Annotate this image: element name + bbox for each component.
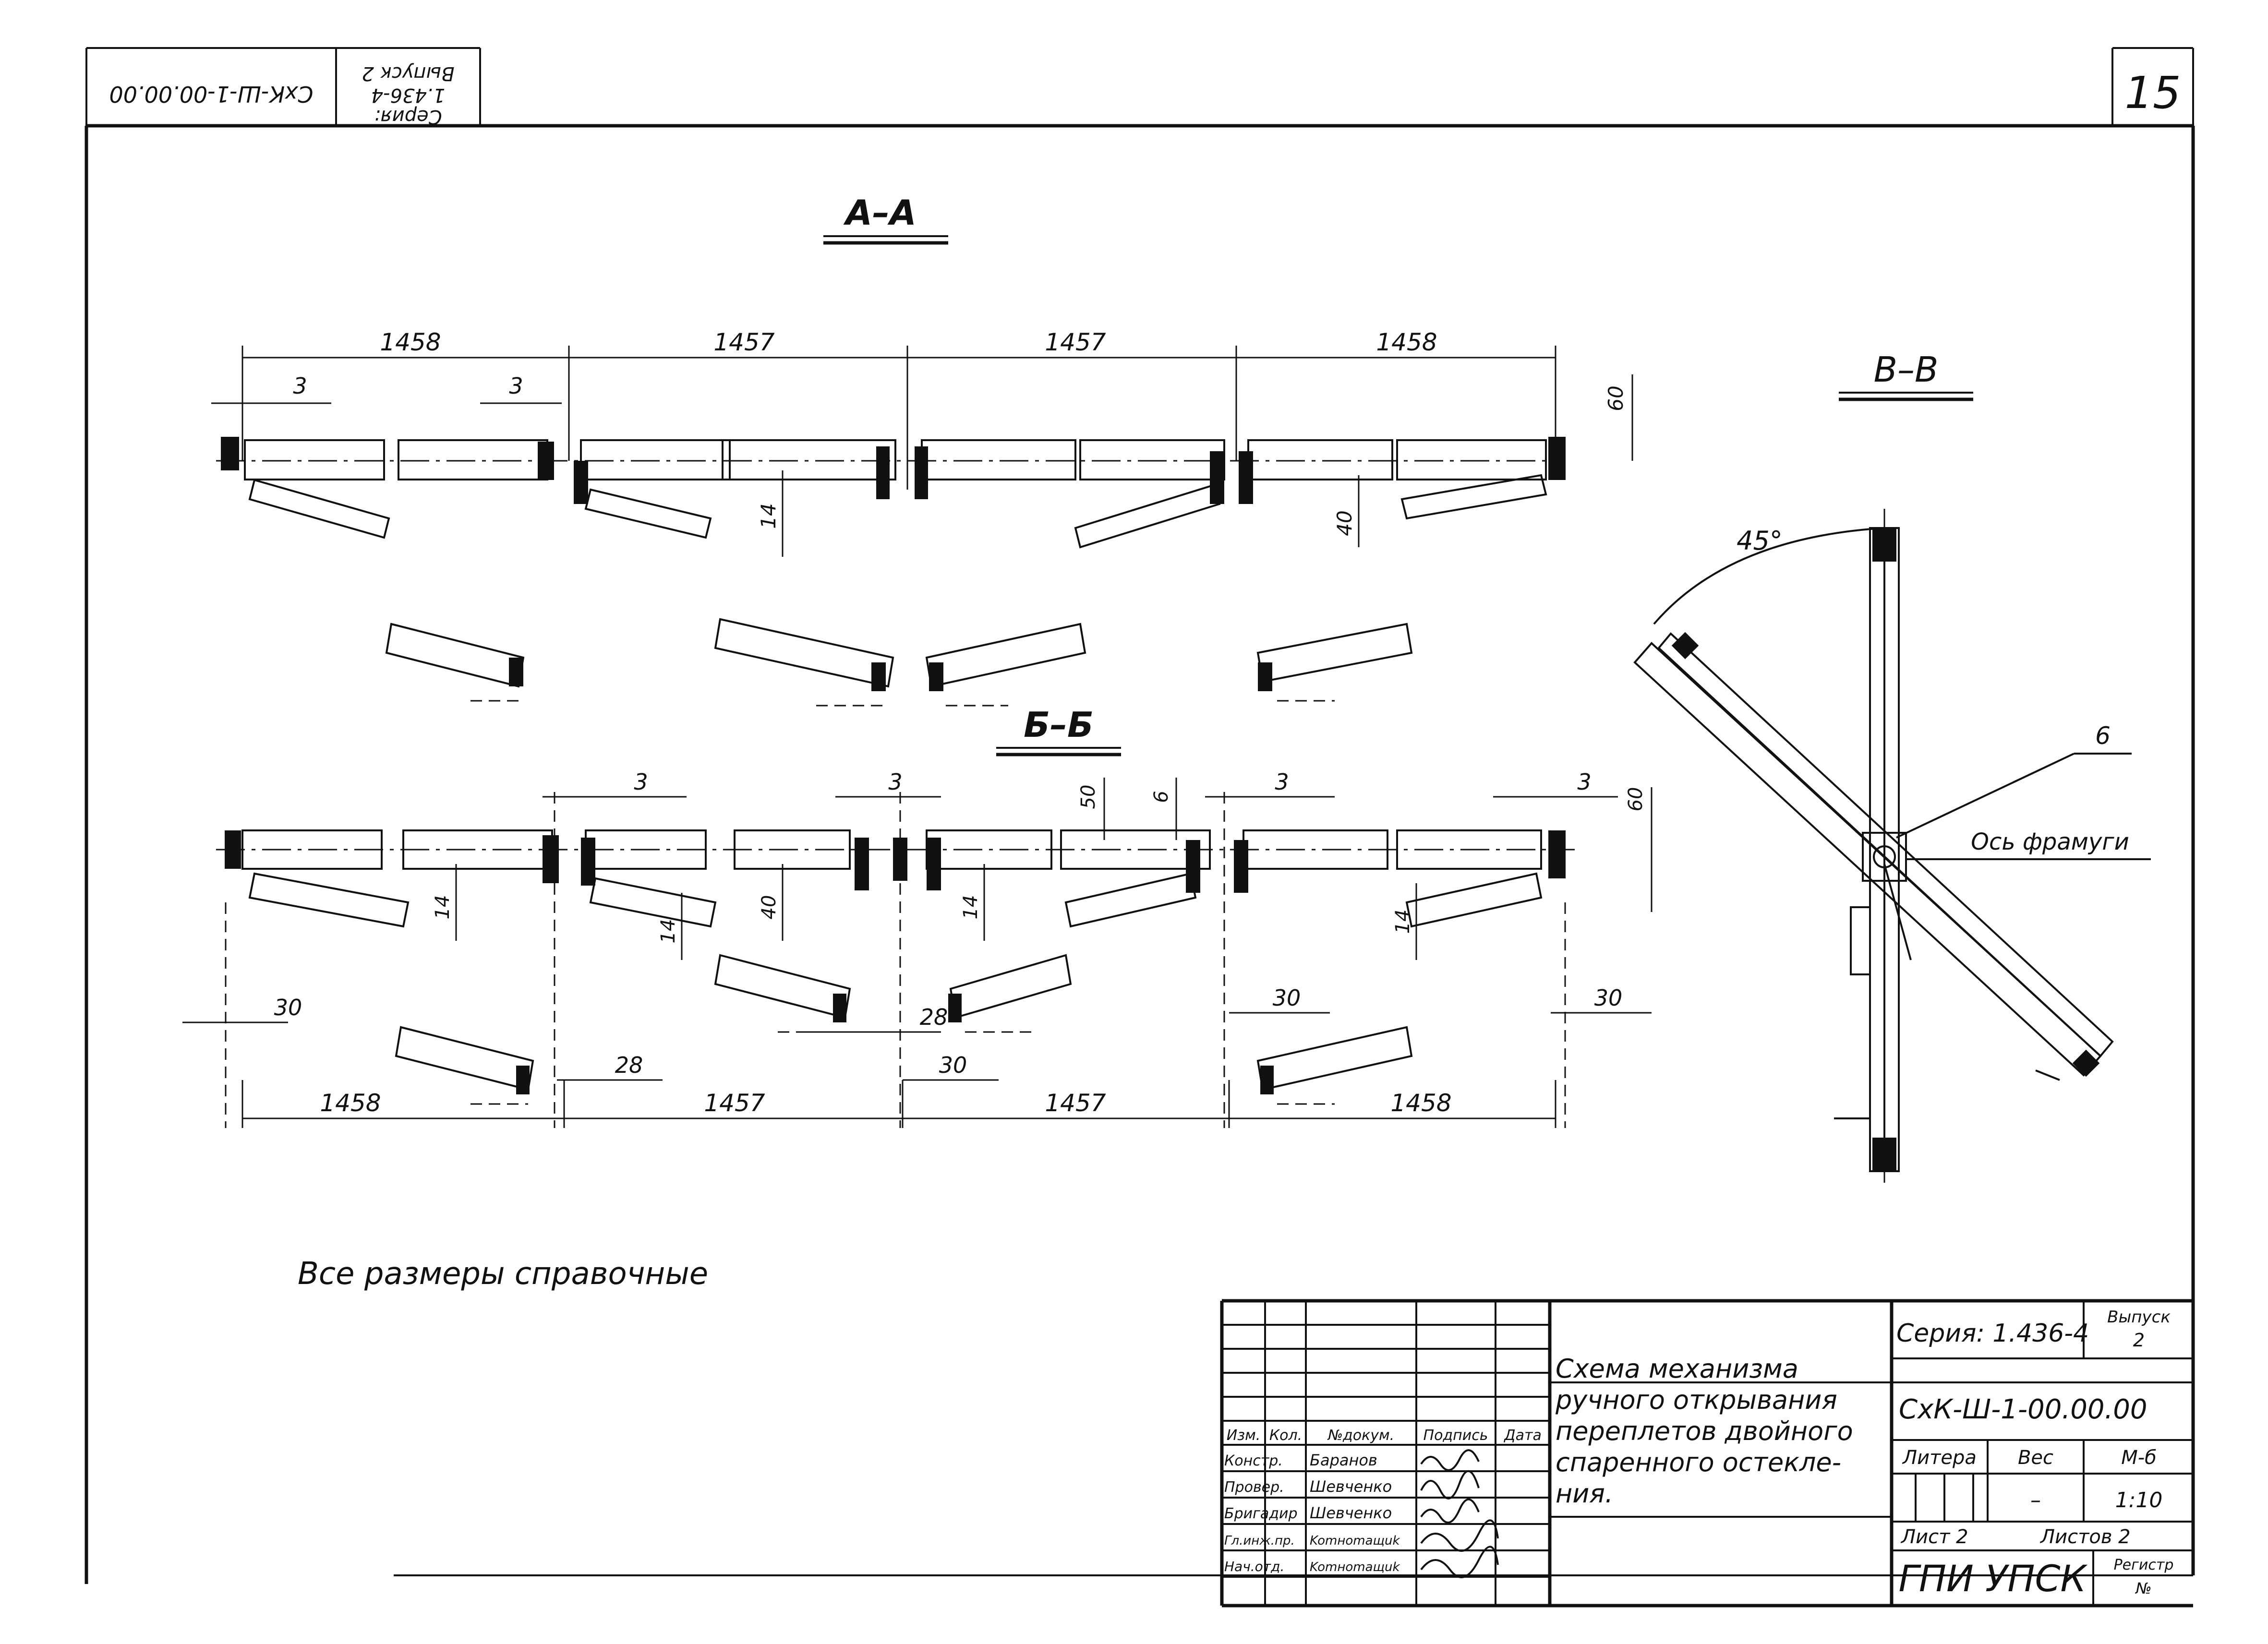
bb-dim-14-a: 14 [432, 895, 454, 920]
general-note: Все размеры справочные [298, 1256, 708, 1292]
aa-dim-height: 60 [1604, 385, 1628, 411]
aa-dim-2: 1457 [713, 328, 774, 356]
bb-dim-3: 1457 [1045, 1089, 1106, 1117]
tb-weight-value: – [2030, 1488, 2041, 1512]
title-line-1: Схема механизма [1556, 1354, 1798, 1384]
sig-role-1: Констр. [1224, 1452, 1283, 1469]
bb-dim-30-d: 30 [939, 1052, 967, 1078]
sig-role-3: Бригадир [1224, 1505, 1298, 1522]
tb-sheet-label: Лист 2 [1900, 1526, 1968, 1548]
section-aa: А–А 1458 1457 1457 1458 3 3 60 14 40 [211, 192, 1633, 707]
title-line-3: переплетов двойного [1556, 1416, 1853, 1446]
sig-name-1: Баранов [1310, 1451, 1377, 1469]
bb-dim-1: 1458 [320, 1089, 381, 1117]
bb-dim-30-c: 30 [1594, 985, 1623, 1011]
stamp-issue: Выпуск 2 [362, 62, 454, 84]
tb-code: СхК-Ш-1-00.00.00 [1899, 1394, 2147, 1425]
bb-dim-4: 1458 [1390, 1089, 1451, 1117]
section-vv: В–В 45° 6 Ось фрамуги [1633, 349, 2151, 1186]
section-aa-title: А–А [843, 192, 916, 233]
bb-dim-6: 6 [1150, 791, 1172, 803]
bb-dim-30-b: 30 [1273, 985, 1301, 1011]
col-doc: №докум. [1327, 1427, 1394, 1444]
title-line-5: ния. [1556, 1478, 1613, 1509]
bb-gap-3: 3 [1275, 769, 1289, 795]
vv-callout: 6 [2095, 722, 2111, 750]
bb-dim-14-b: 14 [657, 919, 679, 944]
aa-dim-40: 40 [1333, 510, 1356, 536]
stamp-series-number: 1.436-4 [371, 84, 445, 106]
page-number: 15 [2124, 67, 2181, 119]
tb-register-label: Регистр [2114, 1557, 2174, 1573]
title-block: Изм. Кол. №докум. Подпись Дата Констр. Б… [1220, 1299, 2193, 1608]
tb-register-value: № [2135, 1579, 2151, 1597]
aa-dim-1: 1458 [380, 328, 441, 356]
sig-role-2: Провер. [1224, 1479, 1284, 1496]
tb-scale-label: М-б [2121, 1447, 2157, 1469]
aa-dim-gap-mid: 3 [509, 373, 523, 399]
tb-issue-value: 2 [2133, 1330, 2145, 1351]
sig-name-2: Шевченко [1310, 1477, 1392, 1496]
bb-dim-60: 60 [1625, 787, 1647, 812]
sheet-frame [84, 47, 2195, 1584]
bb-gap-2: 3 [888, 769, 902, 795]
aa-dim-4: 1458 [1376, 328, 1437, 356]
aa-dim-3: 1457 [1045, 328, 1106, 356]
col-kol: Кол. [1269, 1427, 1302, 1444]
vv-angle: 45° [1737, 526, 1783, 556]
col-izm: Изм. [1227, 1427, 1261, 1444]
sig-name-3: Шевченко [1310, 1504, 1392, 1522]
bb-dim-2: 1457 [704, 1089, 765, 1117]
bb-dim-50: 50 [1077, 785, 1099, 809]
col-sign: Подпись [1424, 1427, 1488, 1444]
tb-series: Серия: 1.436-4 [1896, 1319, 2089, 1348]
stamp-code: СхК-Ш-1-00.00.00 [109, 81, 313, 107]
tb-sheets-label: Листов 2 [2039, 1526, 2131, 1548]
section-vv-title: В–В [1874, 349, 1939, 390]
bb-gap-1: 3 [634, 769, 648, 795]
vv-axis-label: Ось фрамуги [1971, 828, 2129, 855]
stamp-series-label: Серия: [374, 106, 442, 128]
aa-dim-14: 14 [757, 503, 780, 528]
bb-dim-14-d: 14 [1392, 910, 1414, 934]
title-line-4: спаренного остекле- [1556, 1447, 1841, 1477]
tb-weight-label: Вес [2018, 1447, 2053, 1469]
bb-dim-40: 40 [758, 895, 780, 920]
bb-gap-4: 3 [1577, 769, 1591, 795]
tb-litera-label: Литера [1902, 1447, 1977, 1469]
aa-dim-gap-left: 3 [293, 373, 307, 399]
bb-dim-28-a: 28 [920, 1004, 948, 1030]
sig-role-4: Гл.инж.пр. [1224, 1534, 1295, 1548]
sig-name-4: Komнomaщuk [1310, 1534, 1400, 1548]
sig-role-5: Нач.отд. [1224, 1559, 1284, 1574]
section-bb-title: Б–Б [1024, 705, 1094, 745]
tb-scale-value: 1:10 [2115, 1488, 2163, 1512]
col-date: Дата [1503, 1427, 1542, 1444]
bb-dim-28-b: 28 [615, 1052, 643, 1078]
tb-org: ГПИ УПСК [1899, 1557, 2088, 1600]
title-line-2: ручного открывания [1555, 1385, 1837, 1415]
rotated-stamp: СхК-Ш-1-00.00.00 Серия: 1.436-4 Выпуск 2 [109, 62, 454, 128]
tb-issue-label: Выпуск [2107, 1308, 2171, 1327]
sig-name-5: Komнomaщuk [1310, 1560, 1400, 1574]
bb-dim-14-c: 14 [960, 895, 982, 920]
bb-dim-30-a: 30 [274, 995, 302, 1020]
section-bb: Б–Б 3 3 3 3 50 6 60 [182, 705, 1653, 1128]
